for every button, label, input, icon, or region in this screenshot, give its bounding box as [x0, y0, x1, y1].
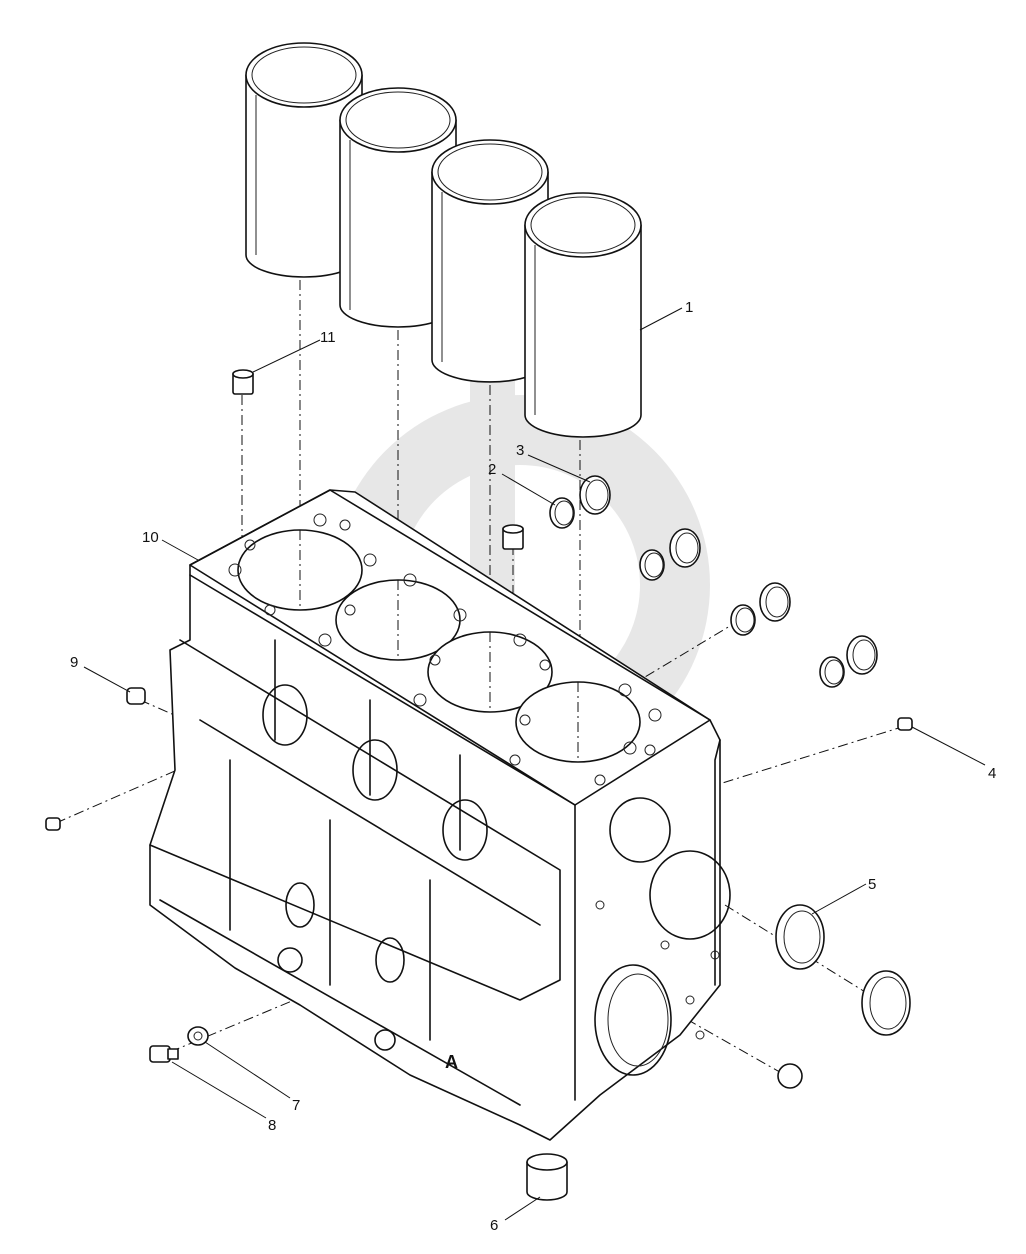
callout-8: 8	[268, 1117, 276, 1134]
plug-rear	[777, 1063, 803, 1089]
cylinder-liner	[431, 139, 549, 383]
cylinder-liner	[339, 87, 457, 328]
dowel-sleeve	[502, 524, 524, 550]
callout-11: 11	[320, 329, 336, 346]
engine-block: A	[149, 489, 731, 1141]
plug-4	[897, 717, 913, 731]
callout-2: 2	[488, 461, 496, 478]
plug-9	[126, 687, 146, 705]
cylinder-liner	[245, 42, 363, 278]
callout-4: 4	[988, 765, 996, 782]
callout-9: 9	[70, 654, 78, 671]
callouts: 1 2 3 4 5 6 7 8 9 10 11	[70, 299, 996, 1234]
callout-7: 7	[292, 1097, 300, 1114]
small-plug	[45, 817, 61, 831]
washer-7	[187, 1026, 209, 1046]
casting-mark: A	[445, 1052, 458, 1072]
bushing-6	[526, 1153, 568, 1201]
bolt-8	[149, 1045, 179, 1063]
expansion-plugs	[549, 475, 878, 688]
dowel-sleeve-11	[232, 369, 254, 395]
callout-10: 10	[142, 529, 159, 546]
cylinder-liner	[524, 192, 642, 438]
callout-6: 6	[490, 1217, 498, 1234]
callout-5: 5	[868, 876, 876, 893]
callout-1: 1	[685, 299, 693, 316]
callout-3: 3	[516, 442, 524, 459]
seal-ring-5	[775, 904, 911, 1036]
